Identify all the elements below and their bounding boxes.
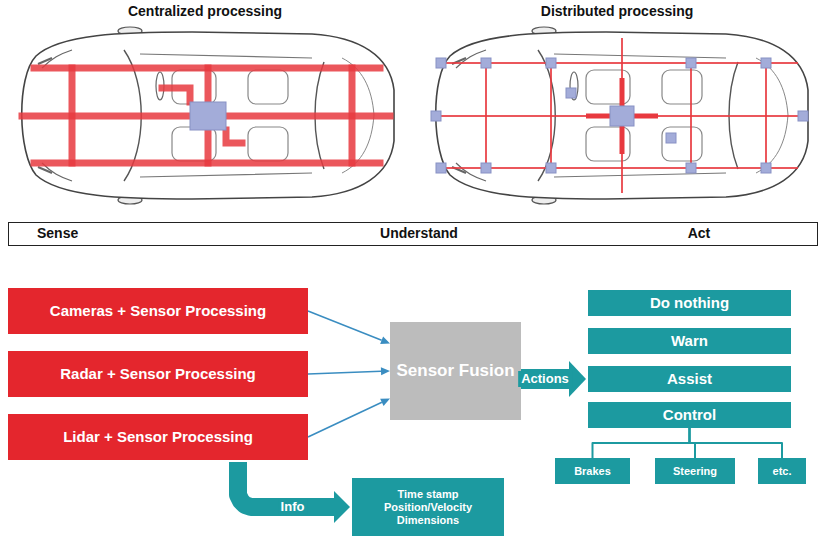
panel-title: Distributed processing xyxy=(541,3,693,19)
sensor-box: Lidar + Sensor Processing xyxy=(8,414,308,460)
info-box: Time stamp Position/Velocity Dimensions xyxy=(352,478,504,536)
fusion-box: Sensor Fusion xyxy=(390,322,521,420)
connector xyxy=(690,428,783,458)
connector-label: Info xyxy=(278,499,308,515)
box-label: Brakes xyxy=(574,465,611,478)
arrow-head xyxy=(380,398,390,405)
box-label: Cameras + Sensor Processing xyxy=(50,302,266,320)
control-target-box: etc. xyxy=(758,458,806,484)
connector-line xyxy=(690,428,783,458)
stage-label: Sense xyxy=(37,223,78,244)
sensor-box: Cameras + Sensor Processing xyxy=(8,288,308,334)
connector-line xyxy=(593,428,690,458)
control-target-box: Steering xyxy=(655,458,735,484)
connector xyxy=(308,398,390,437)
arrow-head xyxy=(380,337,390,344)
box-label: etc. xyxy=(773,465,792,478)
stage-bar: Sense Understand Act xyxy=(8,222,818,246)
box-label: Lidar + Sensor Processing xyxy=(63,428,253,446)
panel-title: Centralized processing xyxy=(128,3,282,19)
connector-label: Actions xyxy=(518,371,572,387)
connector xyxy=(593,428,690,458)
action-box: Warn xyxy=(588,328,791,354)
box-label: Sensor Fusion xyxy=(396,361,514,381)
stage-label: Act xyxy=(688,223,711,244)
arrow-head xyxy=(381,367,390,375)
control-target-box: Brakes xyxy=(555,458,630,484)
connector xyxy=(238,462,350,523)
box-label: Warn xyxy=(671,332,708,350)
box-label: Control xyxy=(663,406,716,424)
arrow-head xyxy=(334,491,350,523)
action-box: Assist xyxy=(588,366,791,392)
action-box: Control xyxy=(588,402,791,428)
box-label: Time stamp Position/Velocity Dimensions xyxy=(363,488,493,527)
connector xyxy=(308,311,390,344)
box-label: Assist xyxy=(667,370,712,388)
action-box: Do nothing xyxy=(588,290,791,316)
box-label: Do nothing xyxy=(650,294,729,312)
connector xyxy=(308,367,390,375)
connector-line xyxy=(308,402,382,437)
stage-label: Understand xyxy=(380,223,458,244)
sensor-box: Radar + Sensor Processing xyxy=(8,351,308,397)
connector-line xyxy=(308,371,381,374)
box-label: Steering xyxy=(673,465,717,478)
box-label: Radar + Sensor Processing xyxy=(60,365,256,383)
connector-line xyxy=(308,311,382,340)
